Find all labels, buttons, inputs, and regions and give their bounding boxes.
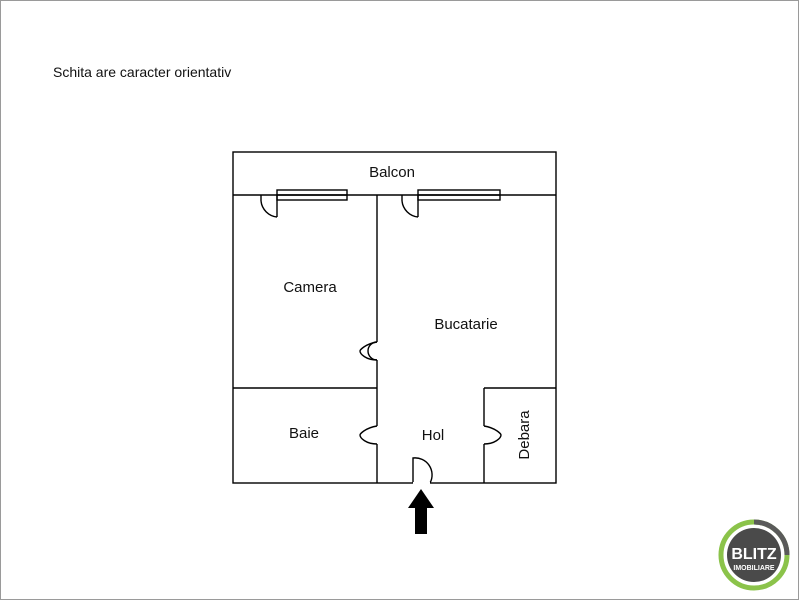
entrance-arrow [408, 489, 434, 534]
entrance-door [412, 457, 433, 484]
label-bucatarie: Bucatarie [434, 316, 497, 333]
logo-text-top: BLITZ [731, 546, 777, 563]
outer-wall [232, 151, 557, 484]
door-debara [483, 425, 502, 445]
label-camera: Camera [283, 279, 337, 296]
label-balcon: Balcon [369, 164, 415, 181]
disclaimer-note: Schita are caracter orientativ [53, 64, 232, 80]
label-hol: Hol [422, 427, 445, 444]
blitz-logo: BLITZ IMOBILIARE [718, 519, 790, 591]
logo-text-bottom: IMOBILIARE [733, 565, 775, 572]
label-debara: Debara [516, 410, 533, 460]
door-baie [359, 425, 378, 445]
label-baie: Baie [289, 425, 319, 442]
